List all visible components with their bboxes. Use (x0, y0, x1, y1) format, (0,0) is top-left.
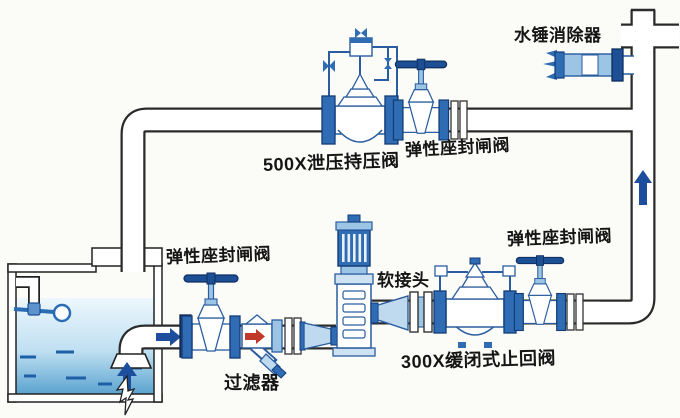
label-water-hammer-eliminator: 水锤消除器 (514, 26, 602, 45)
tank-top (7, 263, 97, 273)
float-valve (13, 276, 72, 323)
label-gate-valve-suction: 弹性座封闸阀 (165, 244, 272, 267)
discharge-flange (575, 293, 584, 331)
relief-valve-500x (321, 28, 399, 145)
vertical-pump (332, 214, 379, 357)
check-valve-300x (433, 257, 517, 348)
label-relief-valve-500x: 500X泄压持压阀 (262, 150, 400, 175)
discharge-flange (566, 293, 575, 331)
top-gate-valve (392, 58, 450, 141)
label-check-valve-300x: 300X缓闭式止回阀 (400, 347, 557, 372)
label-flexible-joint: 软接头 (377, 271, 430, 290)
discharge-gate-valve (513, 255, 567, 332)
flow-arrow-right-icon (156, 328, 181, 346)
tank-bottom (7, 393, 163, 403)
suction-gate-valve (181, 272, 241, 359)
water-hammer-eliminator (543, 48, 634, 82)
strainer-flow-arrow-icon (245, 329, 265, 344)
top-line-flange (450, 100, 459, 140)
tank-left-wall (7, 263, 17, 403)
suction-bell (109, 353, 153, 416)
label-gate-valve-discharge: 弹性座封闸阀 (506, 226, 613, 249)
flexible-joint (409, 291, 433, 333)
splash-arrow-icon (115, 374, 136, 416)
suction-reducer (299, 321, 338, 351)
water-ripples (20, 350, 142, 386)
top-line-flange (459, 100, 468, 140)
float-ball (52, 303, 72, 323)
riser-flow-arrow-up-icon (634, 170, 652, 205)
y-strainer (241, 314, 302, 379)
label-strainer: 过滤器 (224, 373, 280, 393)
discharge-reducer (377, 295, 409, 331)
